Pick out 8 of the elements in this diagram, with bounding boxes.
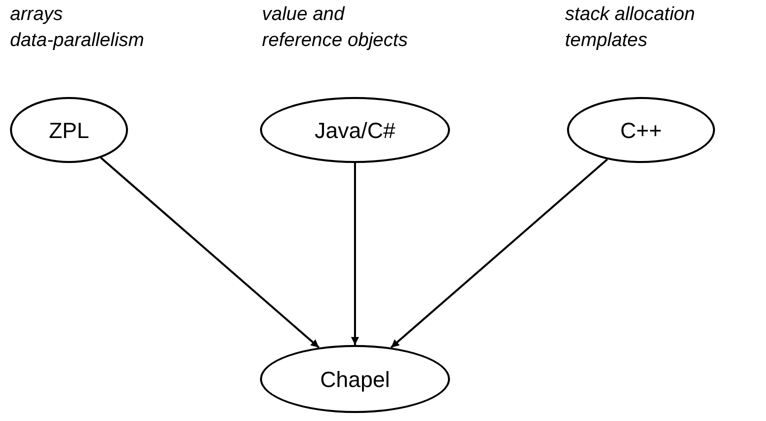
arrow — [351, 163, 359, 345]
ellipse-node: ZPL — [10, 97, 128, 163]
ellipse-node: Chapel — [260, 345, 450, 413]
annotation-text: stack allocation templates — [565, 3, 696, 53]
ellipse-node: C++ — [567, 97, 715, 163]
annotation-text: arrays data-parallelism — [10, 3, 146, 53]
annotation-text: value and reference objects — [262, 3, 409, 53]
ellipse-node: Java/C# — [260, 97, 450, 163]
